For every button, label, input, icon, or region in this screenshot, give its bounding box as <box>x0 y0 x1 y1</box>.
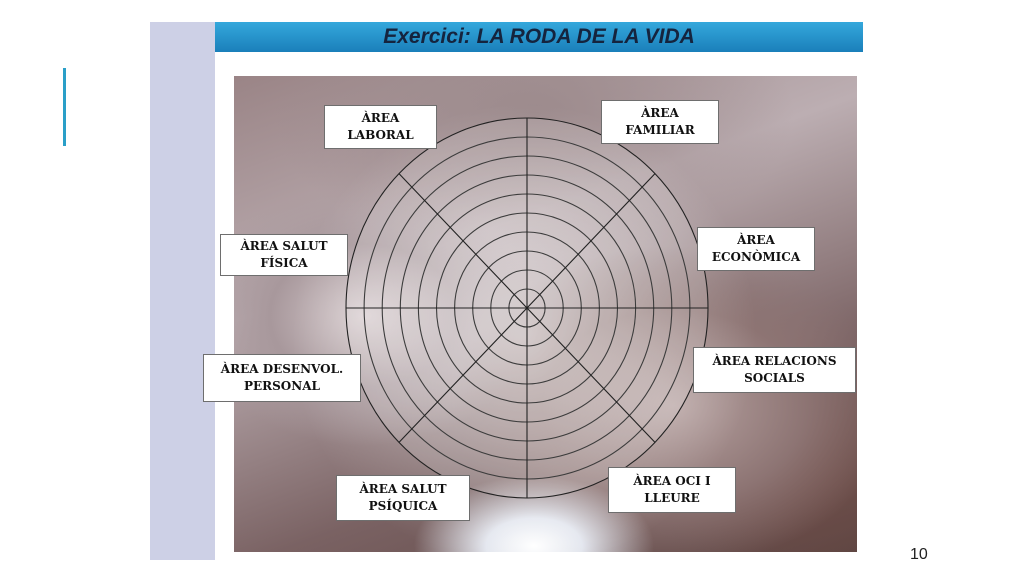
wheel-sector-line <box>398 173 656 443</box>
sidebar-band <box>150 22 215 560</box>
label-area-oci-lleure: ÀREA OCI I LLEURE <box>608 467 736 513</box>
accent-line <box>63 68 66 146</box>
label-area-salut-fisica: ÀREA SALUT FÍSICA <box>220 234 348 276</box>
background-photo <box>234 76 857 552</box>
label-area-laboral: ÀREA LABORAL <box>324 105 437 149</box>
label-area-salut-psiquica: ÀREA SALUT PSÍQUICA <box>336 475 470 521</box>
label-area-desenvol-personal: ÀREA DESENVOL. PERSONAL <box>203 354 361 402</box>
page-number: 10 <box>910 546 928 563</box>
slide-title: Exercici: LA RODA DE LA VIDA <box>383 25 695 48</box>
label-area-relacions-socials: ÀREA RELACIONS SOCIALS <box>693 347 856 393</box>
label-area-familiar: ÀREA FAMILIAR <box>601 100 719 144</box>
title-bar: Exercici: LA RODA DE LA VIDA <box>215 22 863 52</box>
label-area-economica: ÀREA ECONÒMICA <box>697 227 815 271</box>
